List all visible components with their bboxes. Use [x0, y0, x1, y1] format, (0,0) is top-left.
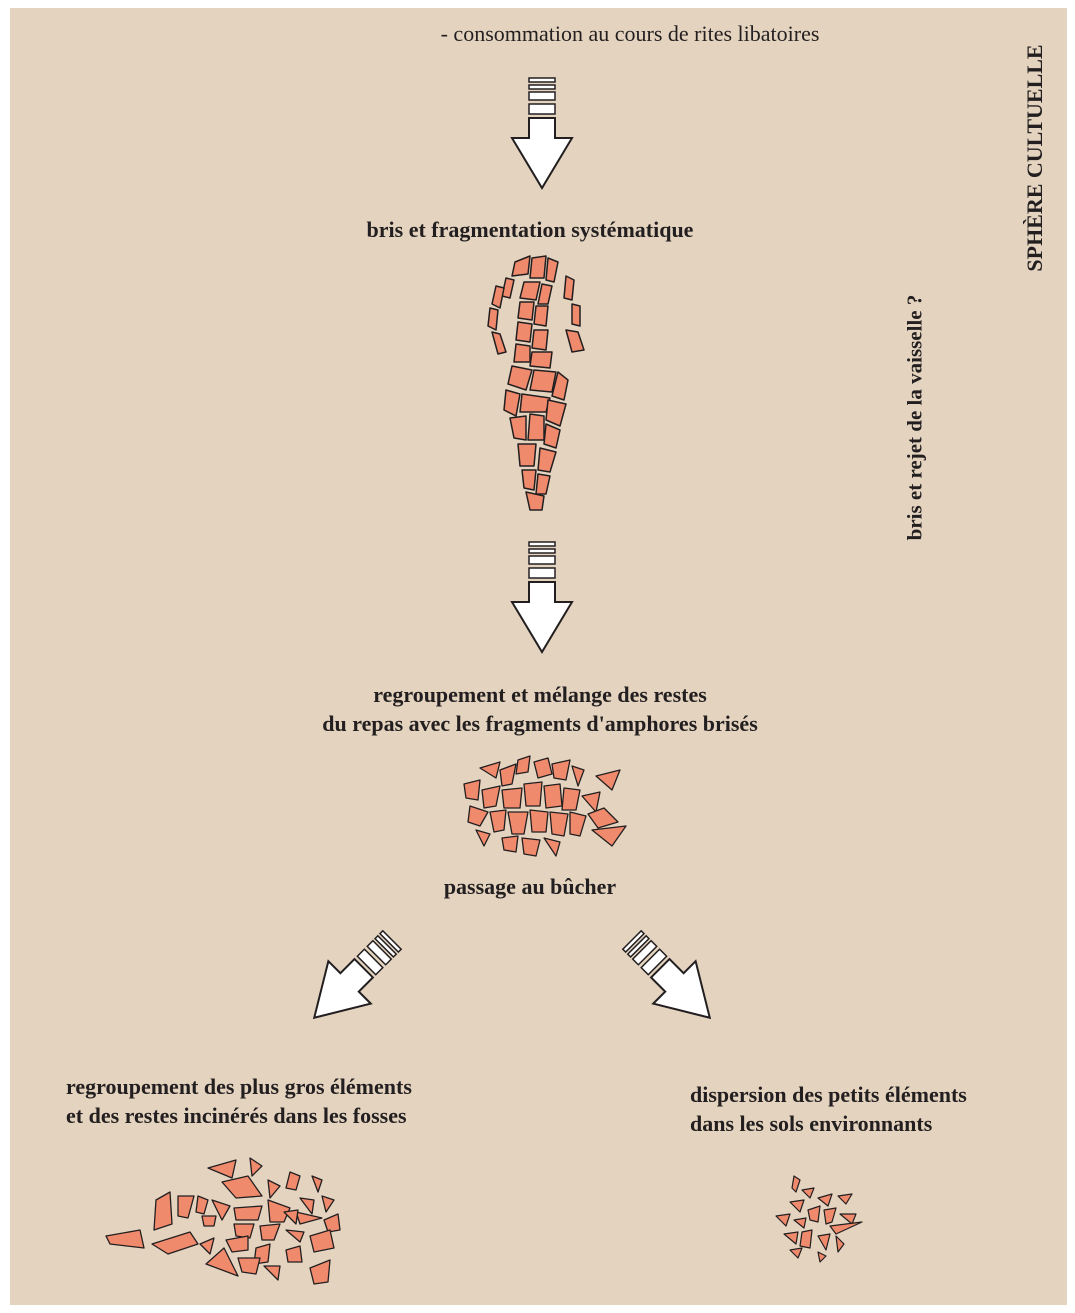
diagonal-arrow-icon — [293, 919, 413, 1039]
step-regroupement-line1: regroupement et mélange des restes — [322, 680, 758, 709]
step-dispersion-line1: dispersion des petits éléments — [690, 1080, 967, 1109]
top-caption: - consommation au cours de rites libatoi… — [441, 20, 820, 48]
step-dispersion-line2: dans les sols environnants — [690, 1109, 967, 1138]
sherd-scatter-icon — [106, 1158, 340, 1284]
step-dispersion: dispersion des petits éléments dans les … — [690, 1080, 967, 1138]
fragment-heap-icon — [464, 756, 626, 856]
step-fosses-line2: et des restes incinérés dans les fosses — [66, 1101, 412, 1130]
sherd-scatter-icon — [776, 1176, 862, 1262]
step-bucher: passage au bûcher — [444, 872, 616, 901]
sphere-cultuelle-label: SPHÈRE CULTUELLE — [1022, 28, 1048, 288]
down-arrow-icon — [512, 78, 572, 188]
bris-rejet-label: bris et rejet de la vaisselle ? — [903, 263, 928, 573]
step-fosses: regroupement des plus gros éléments et d… — [66, 1072, 412, 1130]
step-fragmentation: bris et fragmentation systématique — [367, 215, 694, 244]
broken-amphora-icon — [488, 256, 584, 510]
down-arrow-icon — [512, 542, 572, 652]
step-fosses-line1: regroupement des plus gros éléments — [66, 1072, 412, 1101]
diagonal-arrow-icon — [611, 919, 731, 1039]
step-regroupement: regroupement et mélange des restes du re… — [322, 680, 758, 738]
step-regroupement-line2: du repas avec les fragments d'amphores b… — [322, 709, 758, 738]
